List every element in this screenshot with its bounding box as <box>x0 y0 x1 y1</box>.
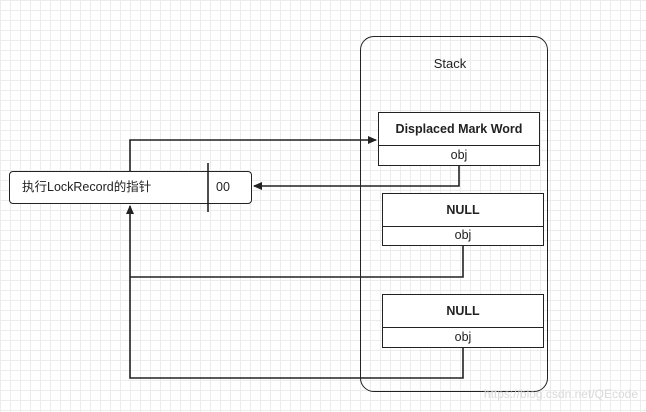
stack-title: Stack <box>433 56 467 71</box>
arrow-obj3-to-pointer <box>126 205 464 379</box>
record-null-label: NULL <box>383 194 543 227</box>
record-null-label: NULL <box>383 295 543 328</box>
record-displaced-mark-word: Displaced Mark Word <box>379 113 539 146</box>
stack-frame <box>360 36 548 392</box>
arrow-obj2-to-pointer <box>130 246 464 278</box>
record-obj-label: obj <box>450 147 468 162</box>
arrow-obj-to-markword <box>253 166 460 190</box>
lock-record-displaced: Displaced Mark Word obj <box>378 112 540 166</box>
lock-bits-label: 00 <box>216 180 230 194</box>
record-obj-label: obj <box>454 228 472 242</box>
pointer-label: 执行LockRecord的指针 <box>22 180 152 194</box>
lock-record-null-2: NULL obj <box>382 294 544 348</box>
arrow-pointer-to-record <box>129 136 377 171</box>
lock-record-pointer-box <box>9 171 252 204</box>
watermark-text: https://blog.csdn.net/QEcode <box>483 387 638 401</box>
lock-record-null-1: NULL obj <box>382 193 544 246</box>
record-obj-label: obj <box>454 329 472 344</box>
